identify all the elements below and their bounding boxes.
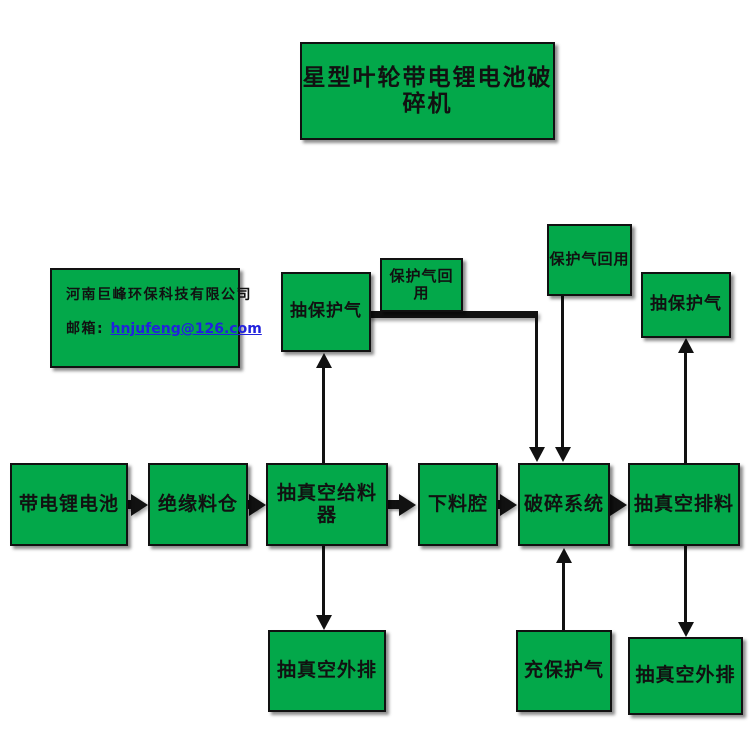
arrow-fill-gas-to-crusher: [556, 548, 572, 563]
conn-bus-to-crusher: [535, 314, 538, 449]
flow-arrow-crusher-discharge: [610, 494, 627, 516]
email-link[interactable]: hnjufeng@126.com: [110, 321, 262, 337]
aux-node-fill-gas[interactable]: 充保护气: [516, 630, 612, 712]
conn-fill-gas-to-crusher: [562, 563, 565, 631]
arrow-feeder-to-extract-gas: [316, 353, 332, 368]
gas-return-bus-bar: [368, 311, 538, 318]
aux-node-fill-gas-label: 充保护气: [523, 659, 604, 682]
process-node-feeder[interactable]: 抽真空给料器: [266, 463, 388, 546]
aux-node-extract-gas-left[interactable]: 抽保护气: [281, 272, 371, 352]
aux-node-extract-gas-right[interactable]: 抽保护气: [641, 272, 731, 338]
process-node-crusher[interactable]: 破碎系统: [518, 463, 610, 546]
flow-arrow-chamber-crusher: [500, 494, 517, 516]
company-email-line: 邮箱: hnjufeng@126.com: [66, 318, 262, 338]
company-name: 河南巨峰环保科技有限公司: [66, 287, 252, 303]
conn-gas-reuse-right-to-crusher: [561, 296, 564, 449]
arrow-feeder-to-vacuum-vent-left: [316, 615, 332, 630]
diagram-title-box: 星型叶轮带电锂电池破碎机: [300, 42, 555, 140]
arrow-gas-reuse-right-to-crusher: [555, 447, 571, 462]
process-node-crusher-label: 破碎系统: [523, 492, 604, 515]
aux-node-vacuum-vent-left-label: 抽真空外排: [276, 659, 377, 682]
process-node-chamber[interactable]: 下料腔: [418, 463, 498, 546]
process-node-chamber-label: 下料腔: [427, 492, 488, 515]
aux-node-gas-reuse-left-label: 保护气回用: [389, 266, 454, 302]
flow-arrow-batteries-silo: [131, 494, 148, 516]
flow-arrow-feeder-chamber: [399, 494, 416, 516]
arrow-discharge-to-extract-gas-right: [678, 338, 694, 353]
aux-node-gas-reuse-right-label: 保护气回用: [549, 250, 630, 269]
company-info-card: 河南巨峰环保科技有限公司 邮箱: hnjufeng@126.com: [50, 268, 262, 368]
email-label: 邮箱:: [66, 321, 105, 337]
aux-node-gas-reuse-right[interactable]: 保护气回用: [547, 224, 632, 296]
aux-node-vacuum-vent-right[interactable]: 抽真空外排: [628, 637, 743, 715]
arrow-discharge-to-vacuum-vent-right: [678, 622, 694, 637]
process-node-discharge[interactable]: 抽真空排料: [628, 463, 740, 546]
aux-node-vacuum-vent-left[interactable]: 抽真空外排: [268, 630, 386, 712]
process-node-feeder-label: 抽真空给料器: [276, 481, 377, 526]
conn-discharge-to-vacuum-vent-right: [684, 545, 687, 623]
diagram-title: 星型叶轮带电锂电池破碎机: [302, 64, 553, 117]
aux-node-extract-gas-right-label: 抽保护气: [650, 294, 722, 315]
process-node-silo-label: 绝缘料仓: [157, 492, 238, 515]
aux-node-extract-gas-left-label: 抽保护气: [290, 301, 362, 322]
conn-feeder-to-extract-gas: [322, 368, 325, 464]
flow-shaft-feeder-chamber: [388, 500, 400, 509]
arrow-bus-to-crusher: [529, 447, 545, 462]
flow-arrow-silo-feeder: [249, 494, 266, 516]
conn-feeder-to-vacuum-vent-left: [322, 545, 325, 617]
aux-node-gas-reuse-left[interactable]: 保护气回用: [380, 258, 463, 312]
process-node-silo[interactable]: 绝缘料仓: [148, 463, 248, 546]
process-node-batteries[interactable]: 带电锂电池: [10, 463, 128, 546]
process-node-batteries-label: 带电锂电池: [18, 492, 119, 515]
aux-node-vacuum-vent-right-label: 抽真空外排: [635, 664, 736, 687]
process-node-discharge-label: 抽真空排料: [633, 492, 734, 515]
conn-discharge-to-extract-gas-right: [684, 353, 687, 464]
